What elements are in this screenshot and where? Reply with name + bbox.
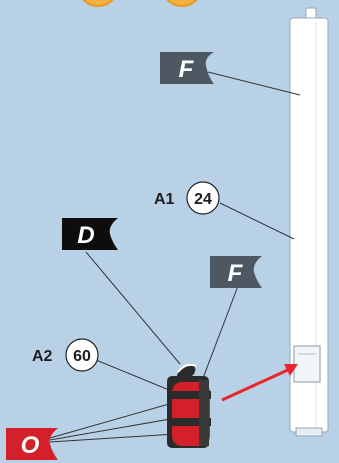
top-coin-left — [82, 0, 114, 7]
flag-f-top: F — [160, 52, 214, 84]
leader-lines — [49, 71, 301, 443]
top-coin-right — [166, 0, 198, 7]
callout-a1-prefix: A1 — [154, 191, 175, 208]
flag-o-letter: O — [21, 432, 40, 459]
callout-a2-value: 60 — [73, 348, 91, 365]
flag-f-mid-letter: F — [228, 260, 244, 287]
callout-a1: A1 24 — [154, 181, 220, 215]
flag-o: O — [6, 428, 58, 460]
pillar-mount-slot — [293, 345, 321, 383]
callout-a1-value: 24 — [194, 191, 212, 208]
flag-d: D — [62, 218, 118, 250]
flag-d-letter: D — [77, 222, 94, 249]
flag-f-mid: F — [210, 256, 262, 288]
fire-extinguisher — [167, 363, 211, 448]
callout-a2: A2 60 — [32, 338, 99, 372]
callout-a2-prefix: A2 — [32, 348, 53, 365]
flag-f-top-letter: F — [179, 56, 195, 83]
pillar — [289, 7, 329, 437]
mount-arrow — [221, 364, 298, 402]
